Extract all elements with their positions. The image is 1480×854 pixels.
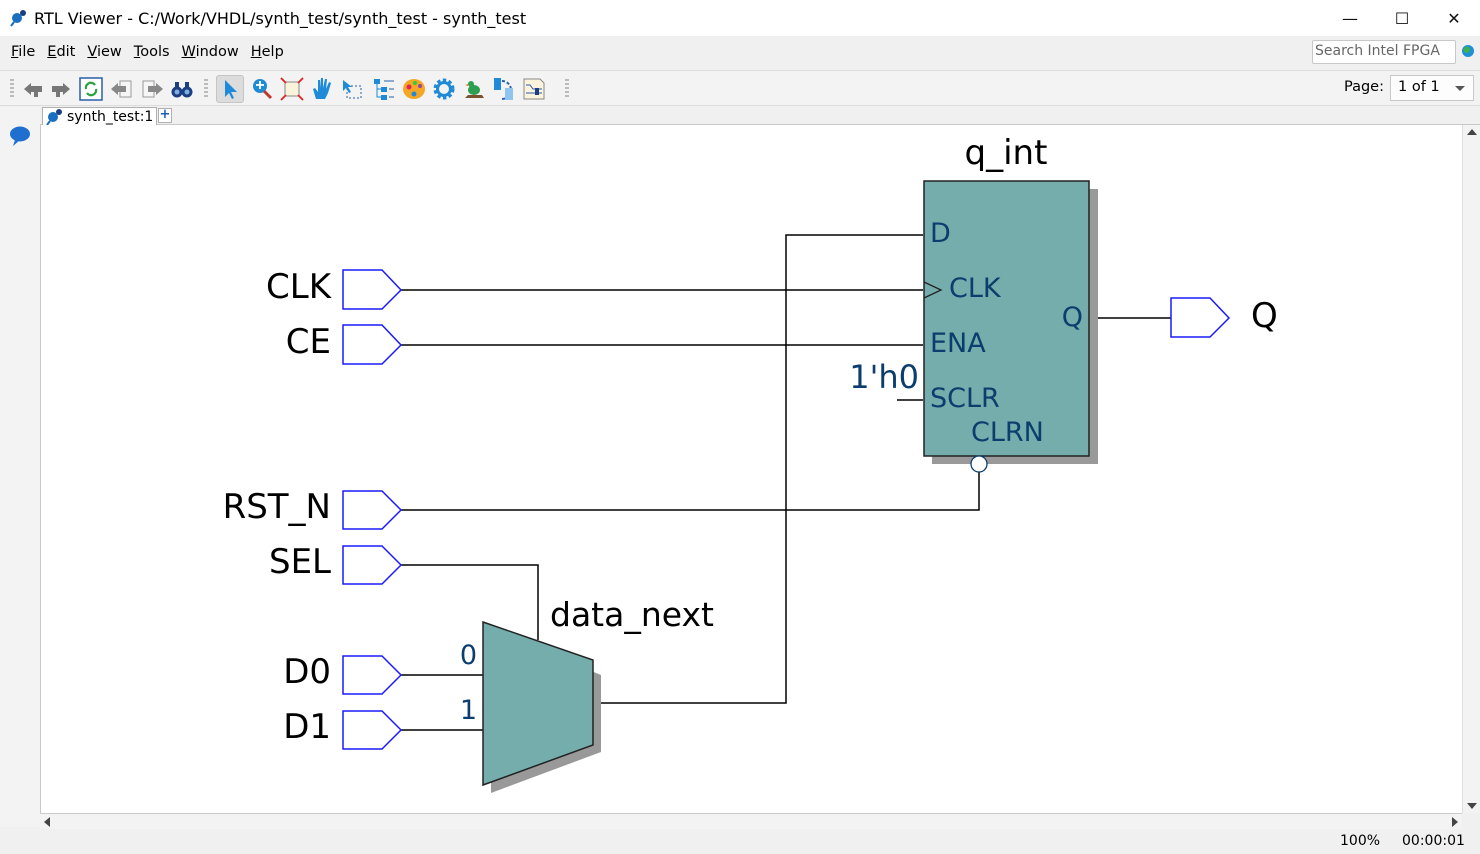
maximize-button[interactable]: ☐ <box>1394 8 1410 28</box>
input-port-clk[interactable] <box>342 269 403 310</box>
scroll-left-arrow-icon[interactable] <box>44 817 50 827</box>
register-pin-sclr: SCLR <box>930 383 1000 414</box>
clrn-inversion-bubble <box>970 455 988 473</box>
scroll-up-arrow-icon[interactable] <box>1467 129 1477 135</box>
state-machine-icon[interactable] <box>492 77 516 101</box>
register-pin-q: Q <box>1062 302 1083 333</box>
status-bar: 100% 00:00:01 <box>0 829 1480 854</box>
hierarchy-icon[interactable] <box>372 77 396 101</box>
globe-icon[interactable] <box>1462 45 1474 57</box>
toolbar-grip[interactable] <box>204 79 208 99</box>
wire-data-next[interactable] <box>593 234 923 704</box>
page-select-value: 1 of 1 <box>1398 79 1440 95</box>
message-bubble-icon[interactable] <box>9 125 31 147</box>
constant-sclr: 1'h0 <box>849 358 919 396</box>
input-port-d0[interactable] <box>342 655 403 695</box>
minimize-button[interactable]: — <box>1342 8 1358 28</box>
input-port-sel[interactable] <box>342 545 403 585</box>
previous-page-icon[interactable] <box>110 77 134 101</box>
input-label-rst-n: RST_N <box>223 487 331 527</box>
register-pin-d: D <box>930 218 951 249</box>
page-label: Page: <box>1344 79 1384 95</box>
fit-window-icon[interactable] <box>280 77 304 101</box>
toolbar <box>0 70 1480 106</box>
add-tab-button[interactable]: + <box>158 107 172 123</box>
forward-icon[interactable] <box>48 77 72 101</box>
search-input[interactable]: Search Intel FPGA <box>1312 40 1456 64</box>
close-button[interactable]: ✕ <box>1447 8 1461 28</box>
schematic-svg[interactable]: q_int D CLK ENA SCLR CLRN Q 1'h0 data_ne… <box>41 125 1463 813</box>
find-icon[interactable] <box>170 77 194 101</box>
mux-data-next[interactable]: data_next 0 1 <box>460 595 714 793</box>
status-elapsed-time: 00:00:01 <box>1402 833 1465 849</box>
input-port-d1[interactable] <box>342 710 403 750</box>
scroll-right-arrow-icon[interactable] <box>1452 817 1458 827</box>
menu-help[interactable]: Help <box>250 44 284 60</box>
input-label-d0: D0 <box>283 652 331 692</box>
select-tool-button[interactable] <box>216 75 244 103</box>
input-label-clk: CLK <box>266 267 333 307</box>
horizontal-scrollbar[interactable] <box>40 813 1462 829</box>
tab-label: synth_test:1 <box>67 109 154 125</box>
window-title: RTL Viewer - C:/Work/VHDL/synth_test/syn… <box>34 8 527 28</box>
title-bar: RTL Viewer - C:/Work/VHDL/synth_test/syn… <box>0 0 1480 36</box>
schematic-export-icon[interactable] <box>522 77 546 101</box>
menu-bar: File Edit View Tools Window Help <box>0 36 1480 68</box>
refresh-icon[interactable] <box>79 77 103 101</box>
menu-tools[interactable]: Tools <box>133 44 170 60</box>
hand-pan-icon[interactable] <box>310 77 334 101</box>
input-ports <box>342 269 403 750</box>
rtl-viewer-tab-icon <box>46 109 62 125</box>
register-name: q_int <box>965 133 1048 173</box>
clock-edge-icon <box>923 281 943 299</box>
wires <box>401 234 1171 731</box>
status-zoom-level: 100% <box>1340 833 1381 849</box>
toolbar-grip[interactable] <box>10 79 14 99</box>
zoom-icon[interactable] <box>250 77 274 101</box>
vertical-scrollbar[interactable] <box>1462 125 1480 813</box>
register-q-int[interactable]: q_int D CLK ENA SCLR CLRN Q <box>923 133 1098 473</box>
settings-gear-icon[interactable] <box>432 77 456 101</box>
wire-rst-n[interactable] <box>401 472 980 511</box>
menu-window[interactable]: Window <box>181 44 239 60</box>
page-select[interactable]: 1 of 1 <box>1390 75 1474 101</box>
select-icon <box>225 80 237 99</box>
register-pin-clk: CLK <box>949 273 1002 304</box>
mux-input-1: 1 <box>460 695 477 726</box>
netlist-bird-icon[interactable] <box>462 77 486 101</box>
next-page-icon[interactable] <box>140 77 164 101</box>
input-port-rst-n[interactable] <box>342 490 403 530</box>
rtl-viewer-app-icon <box>10 9 28 27</box>
toolbar-grip[interactable] <box>565 79 569 99</box>
area-select-icon[interactable] <box>340 77 364 101</box>
mux-name: data_next <box>550 595 714 634</box>
tab-strip: synth_test:1 + <box>40 107 1480 126</box>
schematic-canvas[interactable]: q_int D CLK ENA SCLR CLRN Q 1'h0 data_ne… <box>40 125 1462 813</box>
input-label-d1: D1 <box>283 707 331 747</box>
tab-synth-test-1[interactable]: synth_test:1 <box>42 107 157 126</box>
register-pin-ena: ENA <box>930 328 986 359</box>
mux-input-0: 0 <box>460 640 477 671</box>
input-label-ce: CE <box>286 322 331 362</box>
menu-file[interactable]: File <box>11 44 36 60</box>
wire-sel[interactable] <box>401 564 539 640</box>
output-port-q[interactable] <box>1170 297 1231 338</box>
register-body <box>923 180 1090 457</box>
register-pin-clrn: CLRN <box>971 417 1044 448</box>
menu-view[interactable]: View <box>87 44 122 60</box>
chevron-down-icon <box>1455 86 1465 91</box>
left-dock <box>0 107 40 827</box>
mux-body <box>482 620 594 787</box>
input-label-sel: SEL <box>269 542 331 582</box>
input-port-ce[interactable] <box>342 324 403 365</box>
menu-edit[interactable]: Edit <box>47 44 76 60</box>
output-label-q: Q <box>1251 296 1278 336</box>
back-icon[interactable] <box>22 77 46 101</box>
color-palette-icon[interactable] <box>402 77 426 101</box>
scroll-down-arrow-icon[interactable] <box>1467 803 1477 809</box>
